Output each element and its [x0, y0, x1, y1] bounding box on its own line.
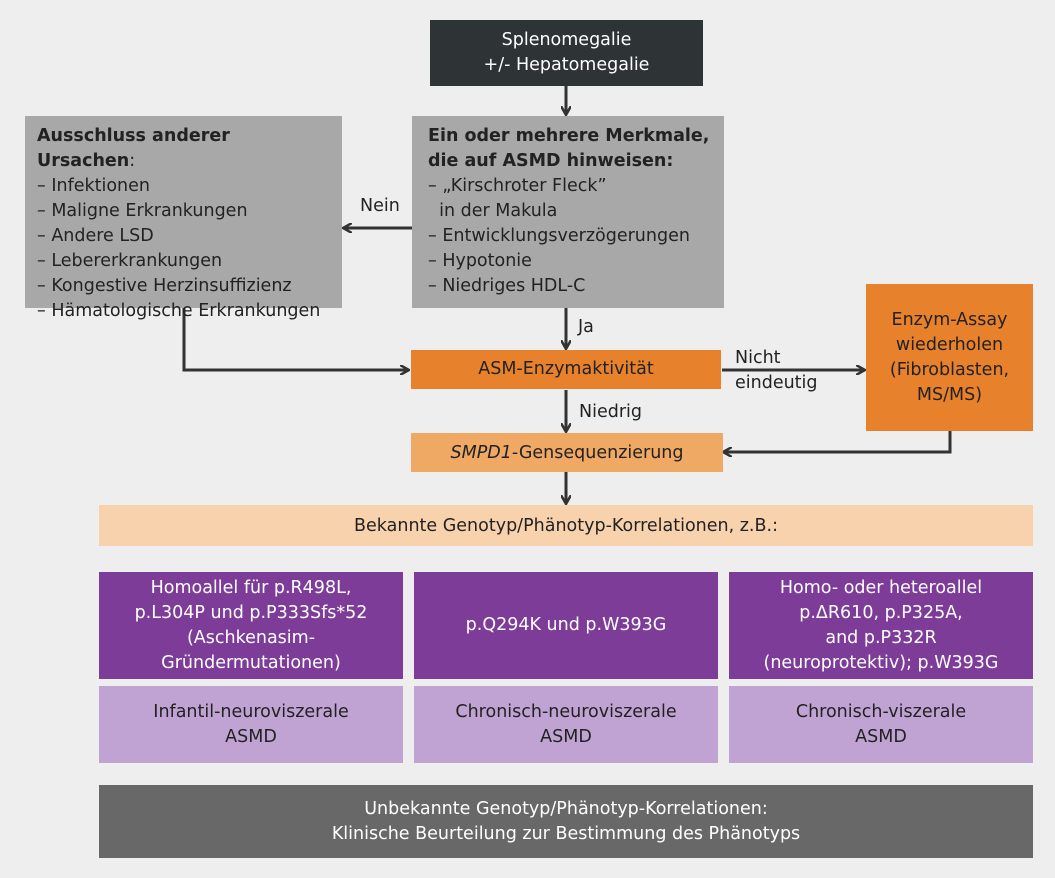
smpd-gene: SMPD1: [450, 442, 512, 463]
phenotype-box-3: Chronisch-viszerale ASMD: [729, 686, 1033, 763]
start-line1: Splenomegalie: [501, 30, 632, 50]
genotype-box-1: Homoallel für p.R498L, p.L304P und p.P33…: [99, 572, 403, 679]
genotype-box-3: Homo- oder heteroallel p.ΔR610, p.P325A,…: [729, 572, 1033, 679]
features-item: – Entwicklungsverzögerungen: [428, 226, 690, 246]
exclusion-item: – Hämatologische Erkrankungen: [37, 301, 321, 321]
exclusion-heading: Ausschluss anderer Ursachen:: [37, 126, 230, 171]
exclusion-box: Ausschluss anderer Ursachen: – Infektion…: [25, 116, 342, 321]
repeat-assay-box: Enzym-Assay wiederholen (Fibroblasten, M…: [866, 284, 1033, 431]
arrow-repeat-to-smpd: [724, 431, 952, 452]
genotype-box-2: p.Q294K und p.W393G: [414, 572, 718, 679]
exclusion-item: – Kongestive Herzinsuffizienz: [37, 276, 292, 296]
label-nein: Nein: [360, 196, 400, 216]
features-heading-line1: Ein oder mehrere Merkmale,: [428, 126, 710, 146]
features-heading-line2: die auf ASMD hinweisen:: [428, 151, 674, 171]
exclusion-item: – Andere LSD: [37, 226, 154, 246]
unknown-correlations-box: Unbekannte Genotyp/Phänotyp-Korrelatione…: [99, 785, 1033, 858]
features-item: in der Makula: [428, 201, 558, 221]
start-box: Splenomegalie +/- Hepatomegalie: [430, 20, 703, 86]
smpd-box: SMPD1-Gensequenzierung: [411, 433, 723, 472]
start-line2: +/- Hepatomegalie: [483, 55, 650, 75]
features-item: – Niedriges HDL-C: [428, 276, 586, 296]
label-nicht-eindeutig: Nicht eindeutig: [735, 348, 818, 393]
exclusion-item: – Maligne Erkrankungen: [37, 201, 248, 221]
arrow-exclusion-to-asm: [182, 308, 408, 370]
phenotype-box-2: Chronisch-neuroviszerale ASMD: [414, 686, 718, 763]
exclusion-item: – Infektionen: [37, 176, 151, 196]
label-ja: Ja: [578, 317, 594, 337]
phenotype-box-1: Infantil-neuroviszerale ASMD: [99, 686, 403, 763]
exclusion-item: – Lebererkrankungen: [37, 251, 223, 271]
asm-box: ASM-Enzymaktivität: [411, 350, 721, 389]
label-niedrig: Niedrig: [579, 402, 642, 422]
features-item: – „Kirschroter Fleck”: [428, 176, 607, 196]
features-box: Ein oder mehrere Merkmale, die auf ASMD …: [412, 116, 724, 308]
known-correlations-bar: Bekannte Genotyp/Phänotyp-Korrelationen,…: [99, 505, 1033, 546]
features-item: – Hypotonie: [428, 251, 532, 271]
